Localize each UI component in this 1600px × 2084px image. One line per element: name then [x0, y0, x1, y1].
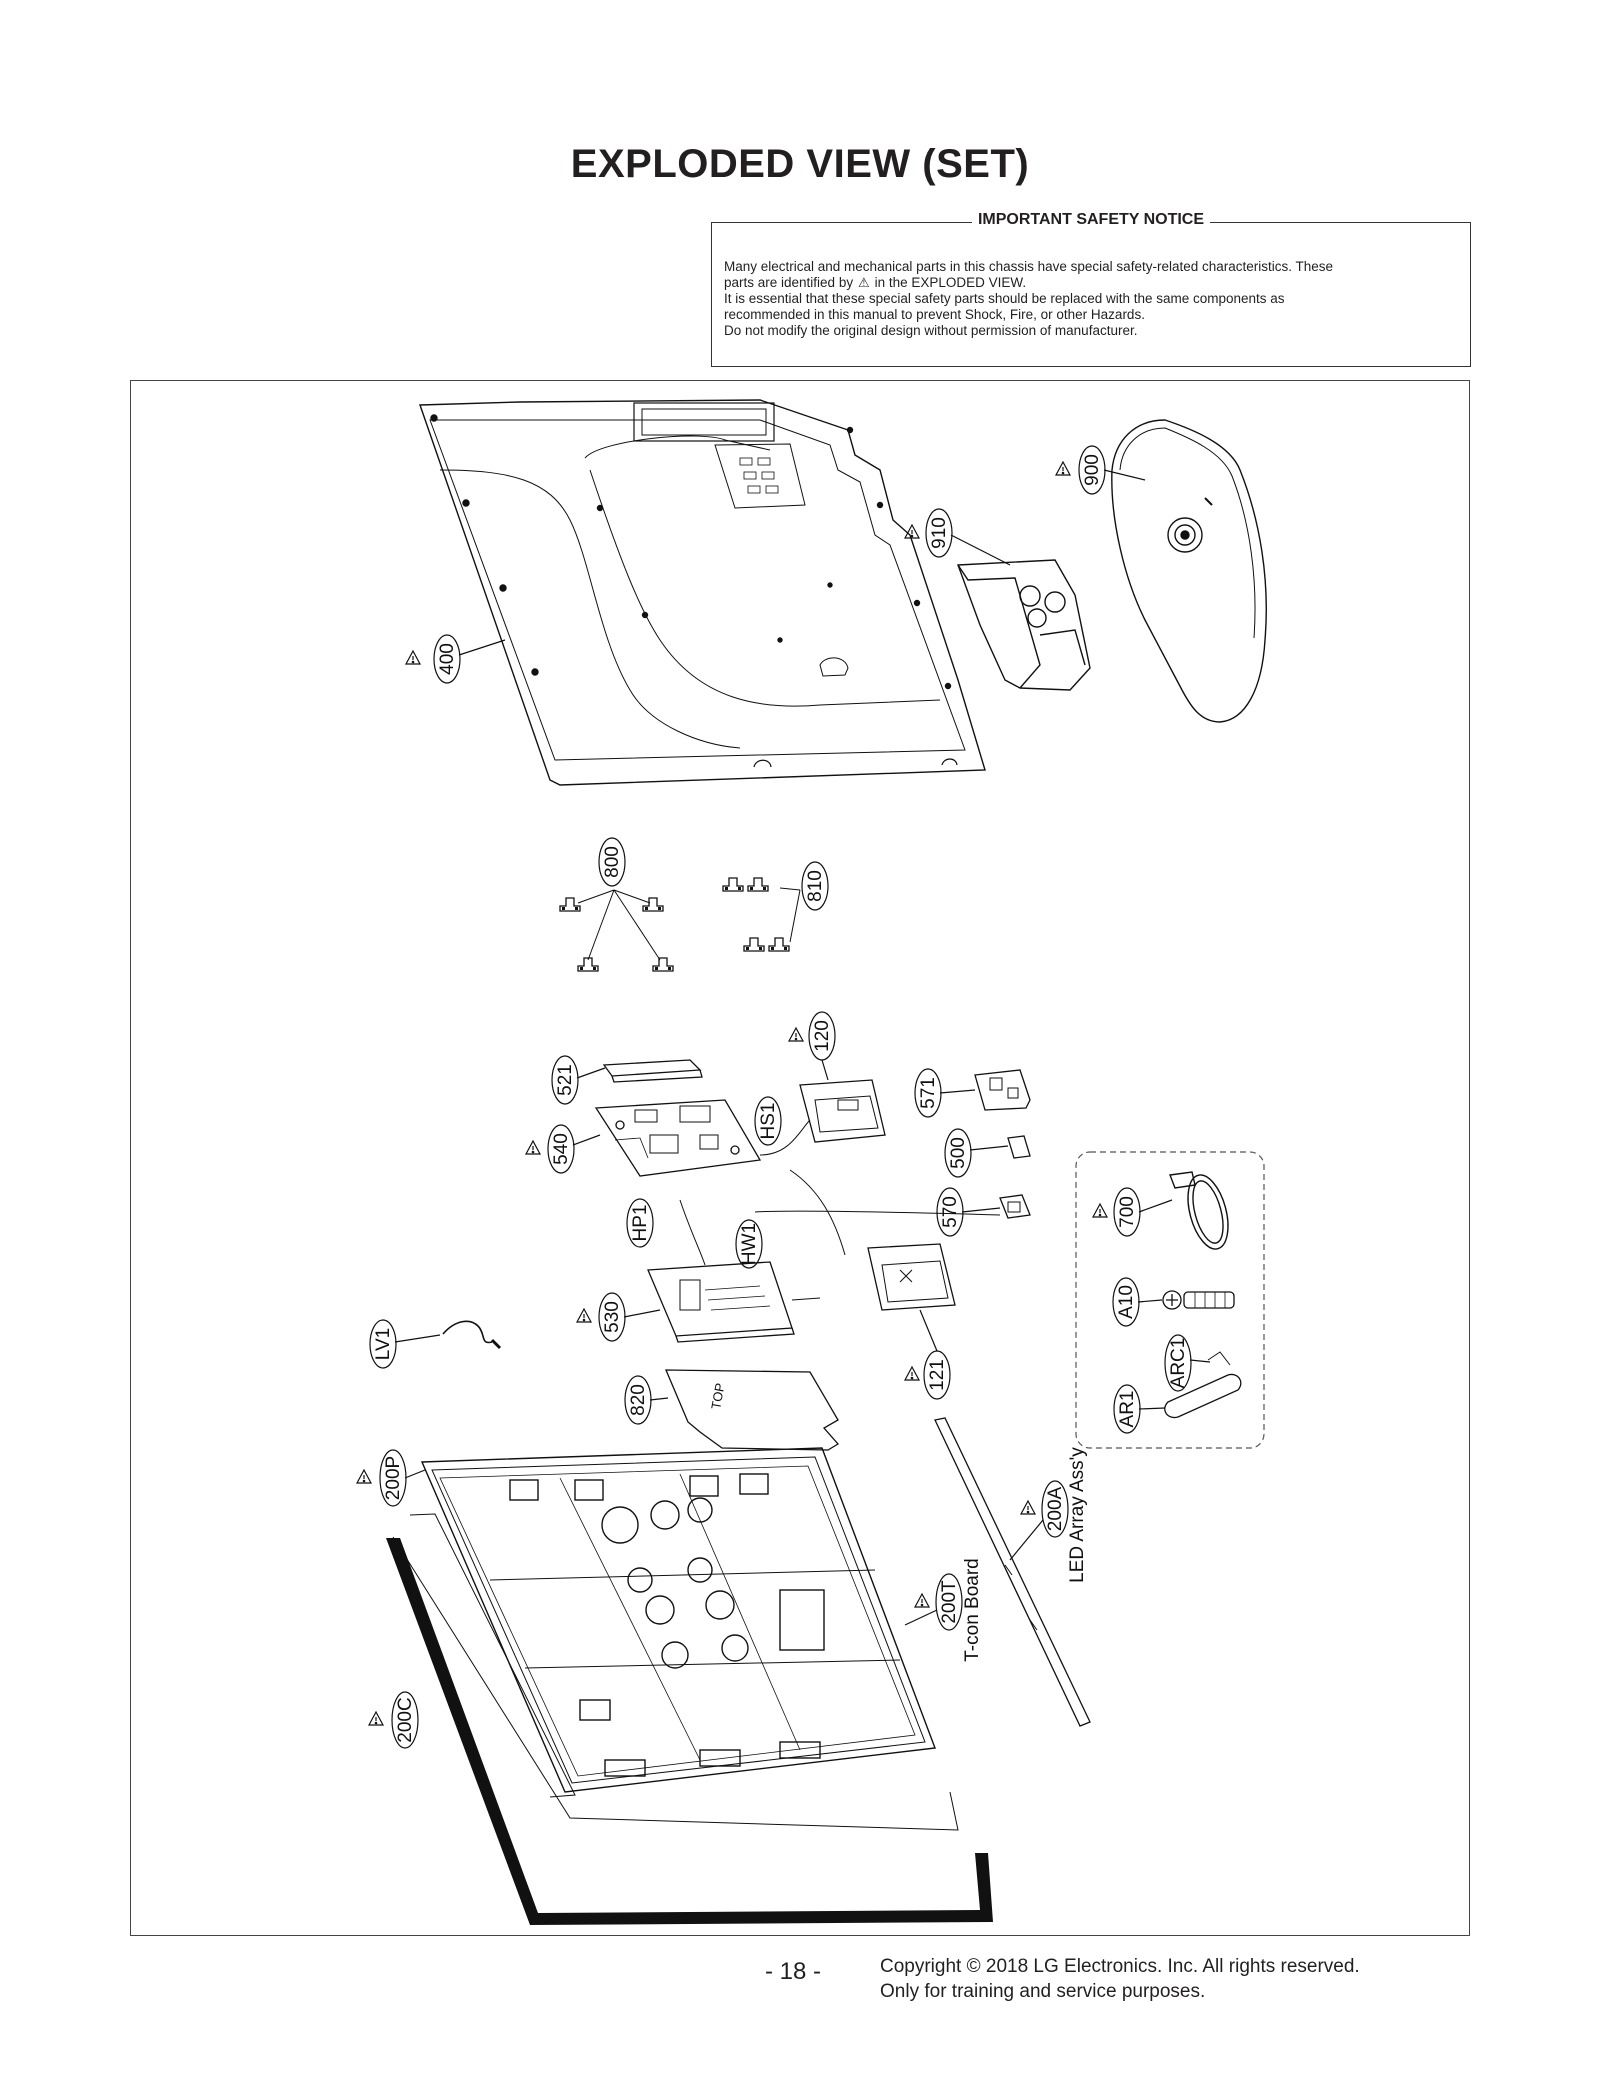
page-title: EXPLODED VIEW (SET): [570, 142, 1030, 186]
main-board-540: [594, 1099, 762, 1177]
callout-820: 820: [628, 1384, 649, 1416]
bracket-571: [974, 1069, 1031, 1111]
front-cabinet-200c: [386, 1538, 993, 1925]
callout-200p: 200P: [383, 1456, 404, 1500]
leader-lines-brackets: [577, 887, 801, 961]
callout-200c: 200C: [395, 1697, 416, 1742]
warning-triangle-icon: ⚠: [858, 275, 870, 290]
exploded-view-frame: [130, 380, 1470, 1936]
callout-lv1: LV1: [373, 1328, 394, 1360]
speaker-120: [799, 1079, 886, 1143]
callout-200t: 200T: [939, 1580, 960, 1624]
callout-900: 900: [1082, 454, 1103, 486]
callout-hw1: HW1: [739, 1223, 760, 1265]
panel-module-200p: [420, 1447, 936, 1793]
page-number: - 18 -: [765, 1958, 822, 1985]
screw-a10: [1162, 1290, 1235, 1310]
copyright-notice: Copyright © 2018 LG Electronics. Inc. Al…: [880, 1954, 1360, 2004]
safety-notice-text: Many electrical and mechanical parts in …: [724, 259, 1456, 339]
callout-a10: A10: [1116, 1285, 1137, 1319]
cable-lv1: [442, 1320, 502, 1350]
safety-notice-heading: IMPORTANT SAFETY NOTICE: [971, 211, 1211, 228]
part-570: [999, 1194, 1031, 1219]
callout-hp1: HP1: [630, 1205, 651, 1242]
stand-base: [1111, 419, 1267, 723]
stand-body: [957, 559, 1091, 691]
safety-notice-line-2-start: parts are identified by: [724, 275, 854, 290]
back-cover: [419, 399, 986, 786]
brackets-800: [559, 897, 674, 972]
copyright-line-2: Only for training and service purposes.: [880, 1981, 1206, 2002]
bracket-521: [602, 1059, 703, 1083]
sheet-820: TOP: [665, 1369, 840, 1451]
safety-notice-box: IMPORTANT SAFETY NOTICE Many electrical …: [711, 211, 1471, 367]
safety-notice-line-5: Do not modify the original design withou…: [724, 323, 1138, 338]
cable-700: [1169, 1171, 1229, 1250]
safety-notice-line-2-end: in the EXPLODED VIEW.: [874, 275, 1027, 290]
callout-labels: 400 900 910 800 810 120 521 540 HS1 571 …: [373, 454, 1189, 1743]
callout-120: 120: [812, 1020, 833, 1052]
led-array-200a: [934, 1417, 1091, 1727]
callout-570: 570: [940, 1196, 961, 1228]
callout-810: 810: [805, 870, 826, 902]
safety-notice-line-1: Many electrical and mechanical parts in …: [724, 259, 1334, 274]
brackets-810: [722, 877, 790, 952]
callout-540: 540: [551, 1133, 572, 1165]
svg-text:TOP: TOP: [708, 1382, 727, 1411]
speaker-121: [867, 1243, 956, 1311]
callout-ar1: AR1: [1117, 1391, 1138, 1428]
power-board-530: [647, 1261, 821, 1343]
cables-harness: [679, 1119, 1001, 1266]
copyright-line-1: Copyright © 2018 LG Electronics. Inc. Al…: [880, 1956, 1360, 1977]
part-500: [1007, 1135, 1031, 1159]
safety-notice-line-4: recommended in this manual to prevent Sh…: [724, 307, 1145, 322]
callout-hs1: HS1: [758, 1103, 779, 1140]
safety-notice-line-3: It is essential that these special safet…: [724, 291, 1285, 306]
callout-121: 121: [927, 1359, 948, 1391]
callout-571: 571: [918, 1077, 939, 1109]
callout-800: 800: [602, 846, 623, 878]
callout-200a: 200A: [1045, 1486, 1066, 1531]
accessories-box: [1075, 1151, 1265, 1449]
callout-521: 521: [555, 1064, 576, 1096]
callout-500: 500: [948, 1137, 969, 1169]
remote-ar1: [1164, 1351, 1242, 1419]
callout-arc1: ARC1: [1168, 1338, 1189, 1389]
callout-400: 400: [437, 643, 458, 675]
callout-530: 530: [602, 1301, 623, 1333]
panel-sheets: [392, 1513, 959, 1831]
callout-700: 700: [1117, 1196, 1138, 1228]
callouts: [356, 445, 1211, 1749]
tcon-board-label: T-con Board: [962, 1558, 983, 1662]
led-array-label: LED Array Ass'y: [1067, 1447, 1088, 1583]
callout-910: 910: [929, 517, 950, 549]
